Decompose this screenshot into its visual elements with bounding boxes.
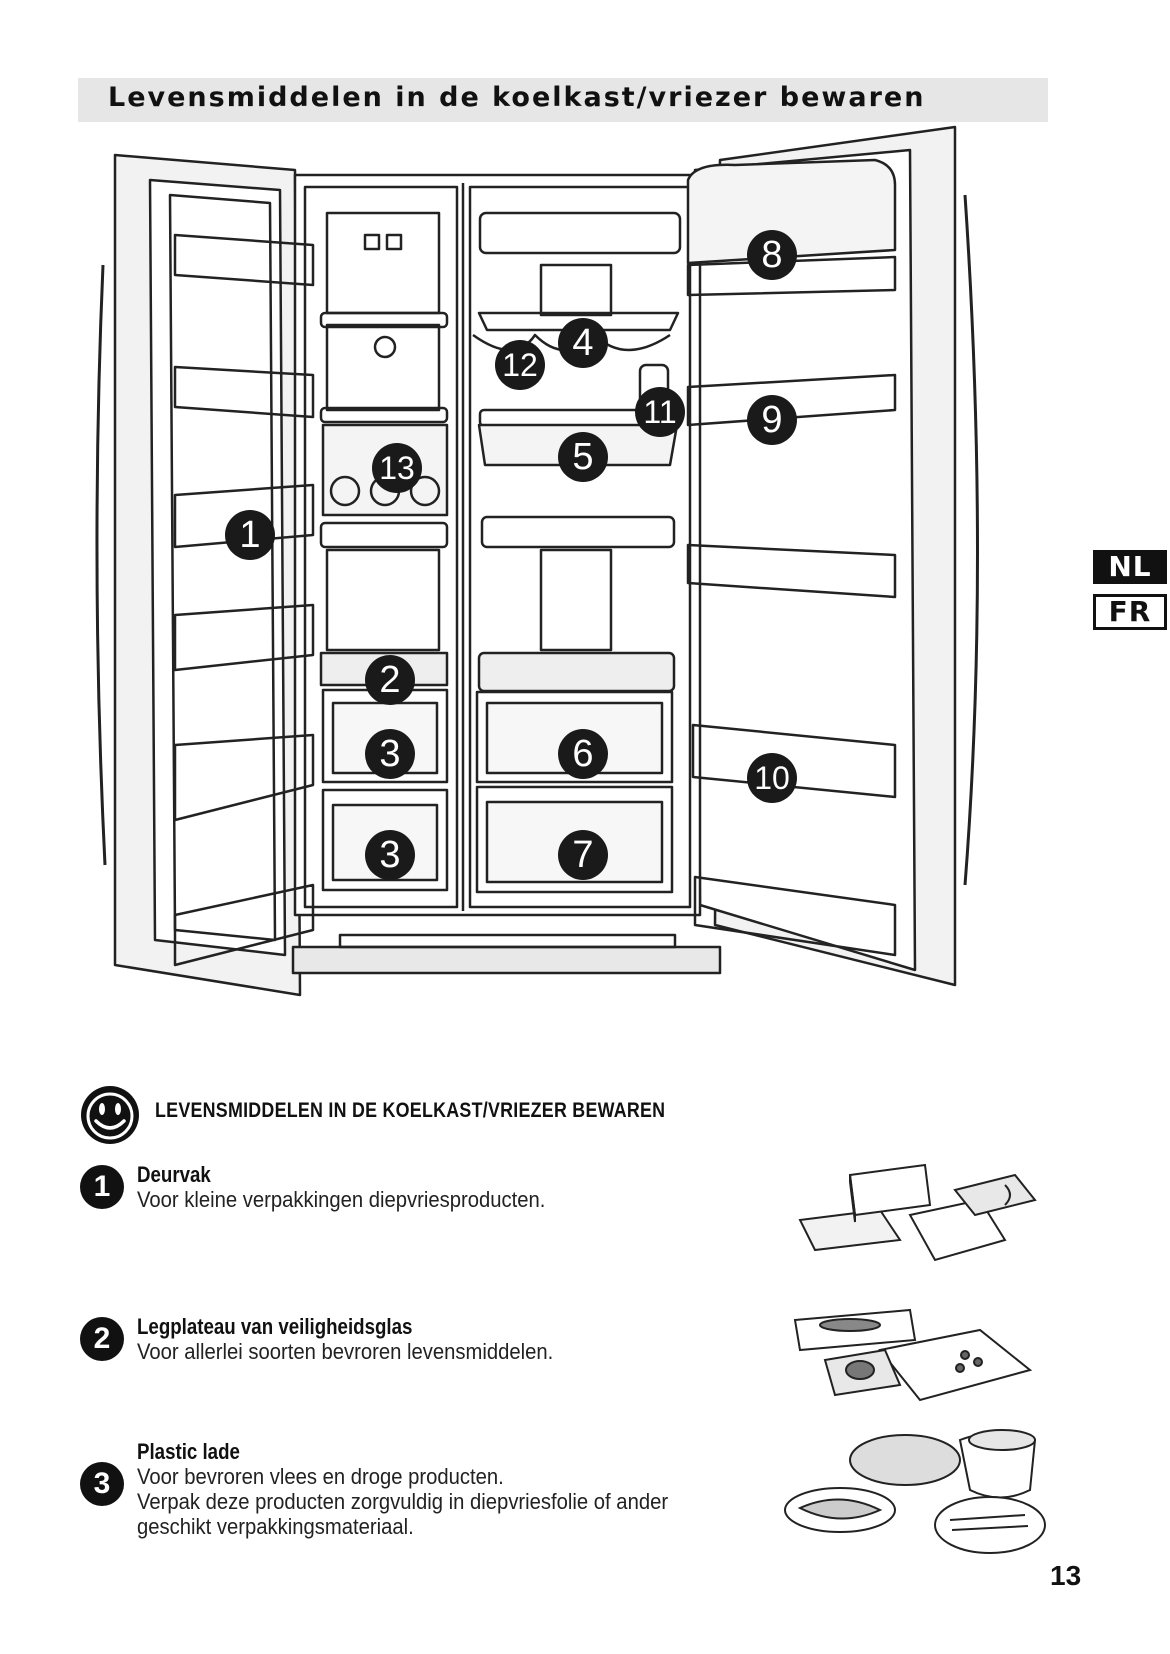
callout-2: 2 [365,655,415,705]
callout-11: 11 [635,387,685,437]
page-number: 13 [1050,1560,1082,1591]
frozen-food-illustration [793,1308,1033,1402]
smiley-icon [81,1086,139,1144]
callout-4: 4 [558,318,608,368]
fridge-illustration [95,125,979,997]
callout-9: 9 [747,395,797,445]
item-description: geschikt verpakkingsmateriaal. [137,1514,414,1539]
callout-1: 1 [225,510,275,560]
meat-fish-illustration [784,1429,1046,1554]
list-item: 3 Plastic lade Voor bevroren vlees en dr… [80,1440,760,1550]
callout-10: 10 [747,753,797,803]
item-description: Voor bevroren vlees en droge producten. [137,1464,504,1489]
callout-8: 8 [747,230,797,280]
list-item: 2 Legplateau van veiligheidsglas Voor al… [80,1315,760,1375]
fridge-diagram: 1 2 3 3 4 5 6 7 8 9 10 11 12 13 [95,125,1025,1045]
tab-nl[interactable]: NL [1093,550,1167,584]
list-item: 1 Deurvak Voor kleine verpakkingen diepv… [80,1163,760,1223]
page-title: Levensmiddelen in de koelkast/vriezer be… [108,82,926,113]
callout-3a: 3 [365,729,415,779]
callout-7: 7 [558,830,608,880]
item-title: Deurvak [137,1162,211,1187]
language-tabs: NL FR [1093,550,1167,640]
item-number: 3 [80,1462,124,1506]
section-title: LEVENSMIDDELEN IN DE KOELKAST/VRIEZER BE… [155,1099,666,1122]
section-heading: LEVENSMIDDELEN IN DE KOELKAST/VRIEZER BE… [80,1085,780,1145]
tab-fr[interactable]: FR [1093,594,1167,630]
callout-6: 6 [558,729,608,779]
frozen-packages-illustration [798,1163,1037,1262]
callout-13: 13 [372,443,422,493]
callout-5: 5 [558,432,608,482]
item-title: Legplateau van veiligheidsglas [137,1314,413,1339]
item-title: Plastic lade [137,1439,240,1464]
item-description: Voor allerlei soorten bevroren levensmid… [137,1339,554,1364]
item-description: Voor kleine verpakkingen diepvriesproduc… [137,1187,546,1212]
title-bar: Levensmiddelen in de koelkast/vriezer be… [78,78,1048,122]
callout-3b: 3 [365,830,415,880]
item-description: Verpak deze producten zorgvuldig in diep… [137,1489,669,1514]
item-number: 2 [80,1317,124,1361]
item-number: 1 [80,1165,124,1209]
callout-12: 12 [495,340,545,390]
